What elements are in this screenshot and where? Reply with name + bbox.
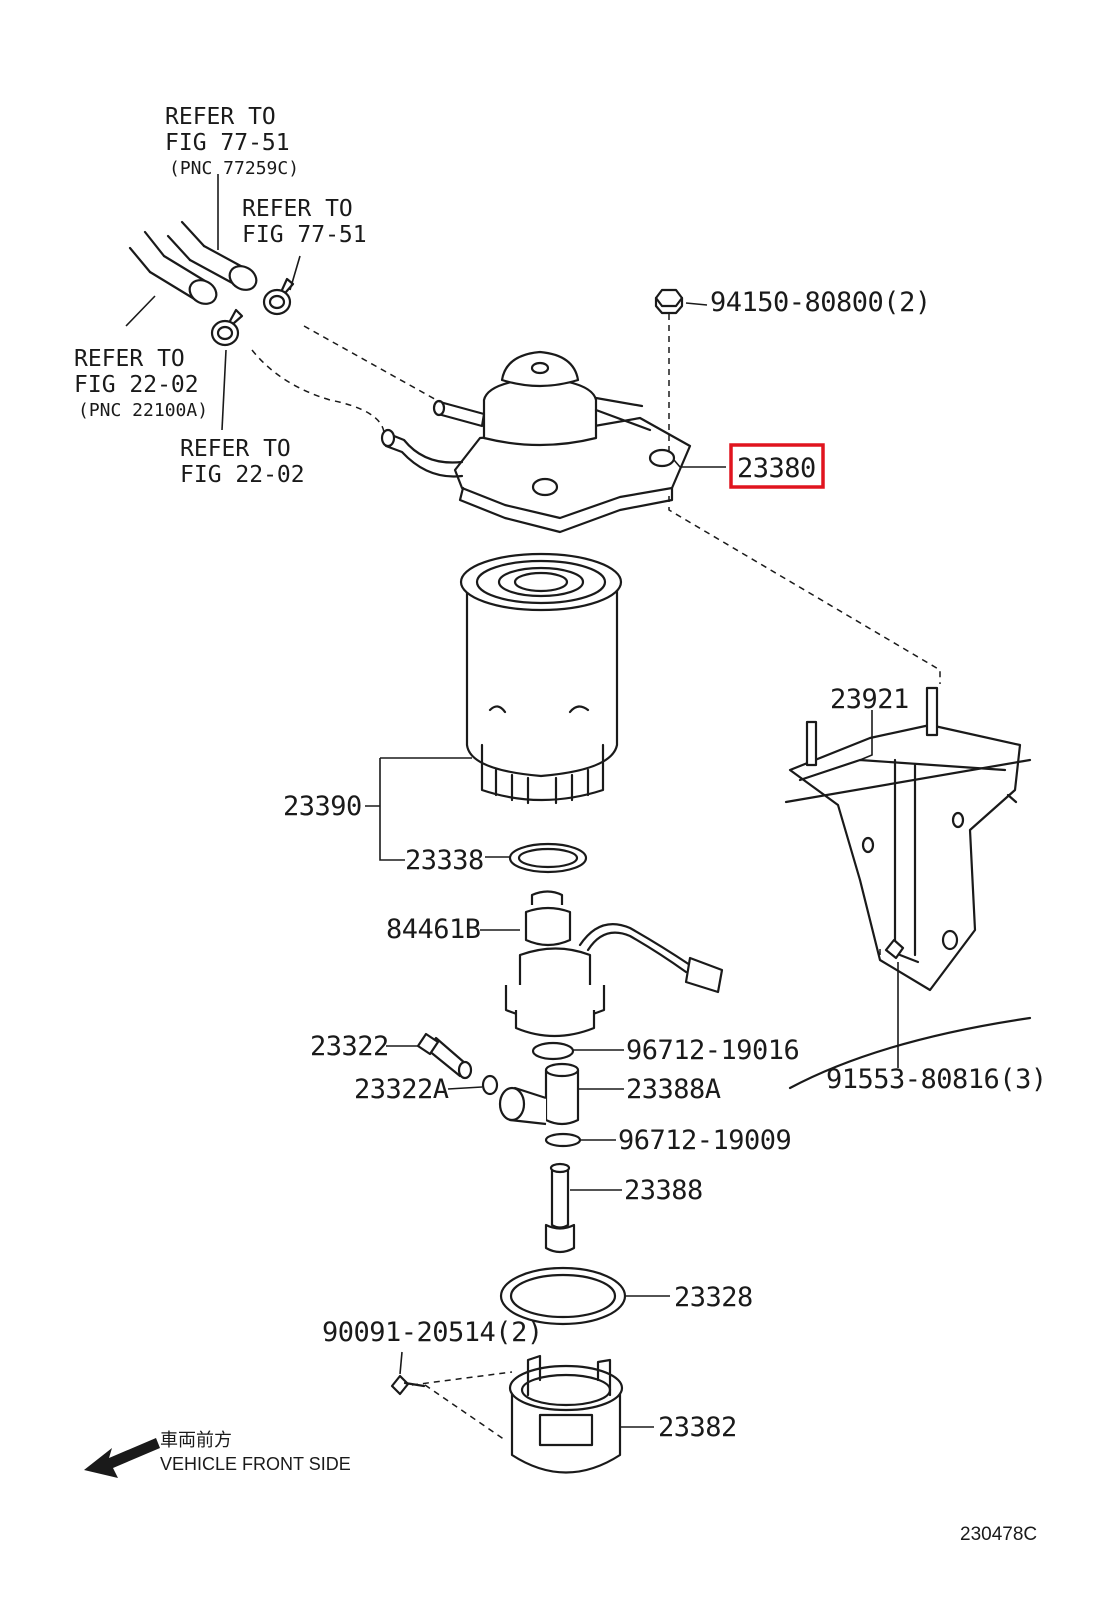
ref-fig22-low-line1: REFER TO xyxy=(180,436,291,462)
union-23388a xyxy=(498,1062,580,1126)
ref-fig77-top-line3: (PNC 77259C) xyxy=(169,158,299,179)
ring-gasket-23328 xyxy=(499,1266,627,1326)
part-label-23328: 23328 xyxy=(674,1282,753,1313)
part-label-23388a: 23388A xyxy=(626,1074,721,1105)
cup-23382 xyxy=(508,1354,624,1474)
leader-lines xyxy=(125,174,899,1428)
screw-90091 xyxy=(390,1374,426,1396)
part-label-23382: 23382 xyxy=(658,1412,737,1443)
ref-fig77-top-line1: REFER TO xyxy=(165,104,276,130)
hose-clamp-upper xyxy=(262,277,295,316)
bracket-23921 xyxy=(788,686,1022,992)
union-bolt-23388 xyxy=(544,1162,576,1254)
part-label-23322: 23322 xyxy=(310,1031,389,1062)
ref-fig22-left-line2: FIG 22-02 xyxy=(74,372,199,398)
direction-label-jp: 車両前方 xyxy=(160,1430,232,1450)
oring-96712-19009 xyxy=(544,1132,582,1148)
part-label-91553: 91553-80816(3) xyxy=(826,1064,1047,1095)
part-label-84461b: 84461B xyxy=(386,914,481,945)
arrow-left-down-icon xyxy=(84,1438,160,1478)
part-label-90091: 90091-20514(2) xyxy=(322,1317,543,1348)
drain-plug-23322 xyxy=(416,1032,473,1080)
hose-clamp-lower xyxy=(210,308,244,347)
part-label-23322a: 23322A xyxy=(354,1074,449,1105)
highlight-box-23380 xyxy=(729,443,825,489)
ref-fig77-mid-line2: FIG 77-51 xyxy=(242,222,367,248)
part-label-96712-19009: 96712-19009 xyxy=(618,1125,791,1156)
part-label-23380: 23380 xyxy=(737,453,816,484)
vehicle-body-line xyxy=(784,758,1032,1090)
ref-fig77-top-line2: FIG 77-51 xyxy=(165,130,290,156)
part-label-94150: 94150-80800(2) xyxy=(710,287,931,318)
filter-element-23390 xyxy=(459,552,623,805)
figure-code: 230478C xyxy=(960,1524,1037,1545)
drain-plug-gasket-23322a xyxy=(481,1074,499,1096)
ref-fig22-left-line3: (PNC 22100A) xyxy=(78,400,208,421)
filter-head-23380 xyxy=(380,350,692,534)
fuel-hoses xyxy=(128,220,258,305)
dashed-assembly-lines xyxy=(251,314,941,1441)
oring-96712-19016 xyxy=(531,1041,575,1061)
ref-fig77-mid-line1: REFER TO xyxy=(242,196,353,222)
part-label-23338: 23338 xyxy=(405,845,484,876)
part-label-23921: 23921 xyxy=(830,684,909,715)
ref-fig22-left-line1: REFER TO xyxy=(74,346,185,372)
bracket-bolt-91553 xyxy=(884,938,920,964)
part-label-23388: 23388 xyxy=(624,1175,703,1206)
part-label-23390: 23390 xyxy=(283,791,362,822)
ref-fig22-low-line2: FIG 22-02 xyxy=(180,462,305,488)
nut-94150 xyxy=(654,288,684,315)
gasket-23338 xyxy=(508,842,588,874)
sensor-84461b xyxy=(504,890,724,1038)
direction-label-en: VEHICLE FRONT SIDE xyxy=(160,1454,351,1474)
part-label-96712-19016: 96712-19016 xyxy=(626,1035,799,1066)
